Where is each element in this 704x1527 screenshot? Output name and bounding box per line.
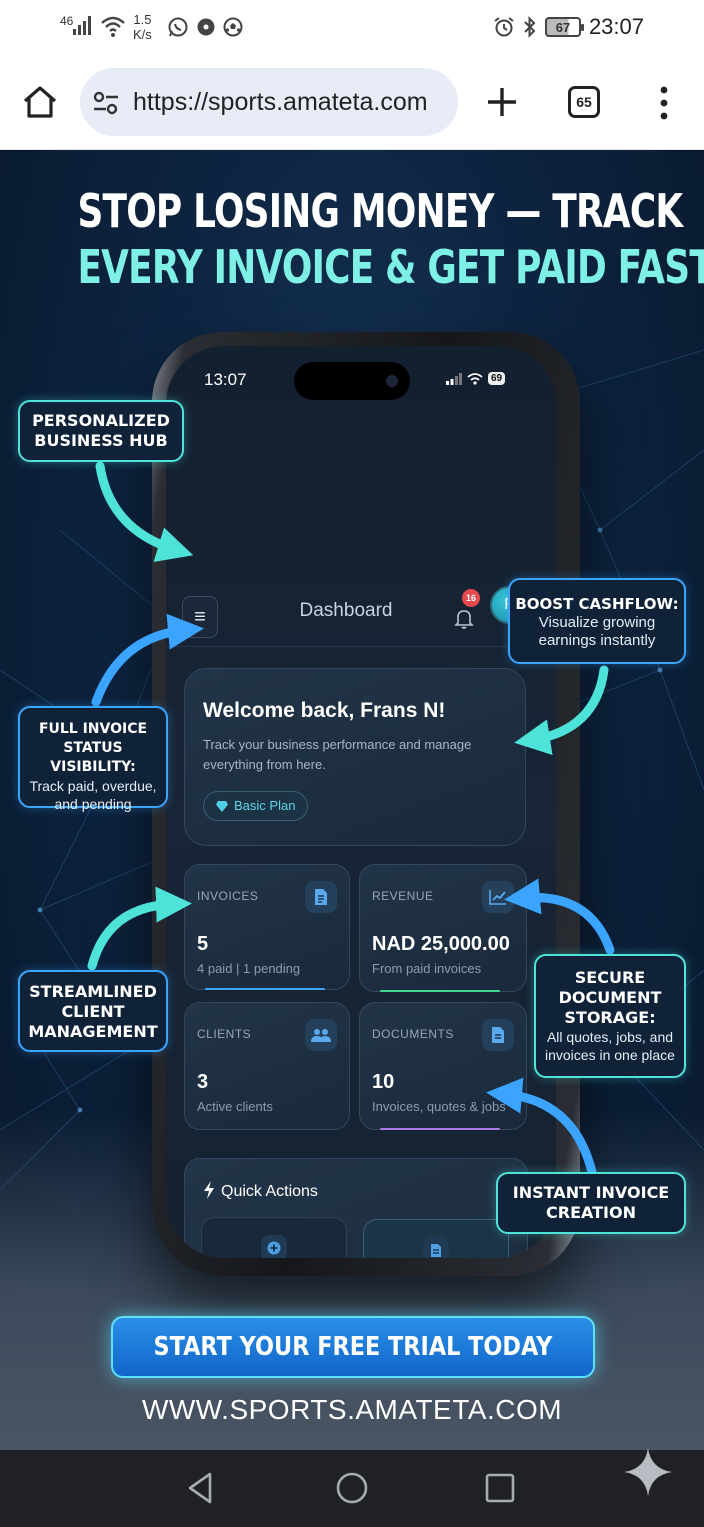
network-speed: 1.5 K/s bbox=[133, 12, 152, 42]
new-tab-icon[interactable] bbox=[484, 84, 520, 120]
clients-card[interactable]: CLIENTS 3 Active clients bbox=[184, 1002, 350, 1130]
whatsapp-icon bbox=[168, 17, 188, 37]
add-action-button[interactable] bbox=[201, 1217, 347, 1258]
invoice-doc-icon bbox=[305, 881, 337, 913]
dynamic-island bbox=[294, 362, 410, 400]
create-invoice-button[interactable] bbox=[363, 1219, 509, 1258]
signal-icon bbox=[73, 16, 91, 35]
callout-cashflow: BOOST CASHFLOW: Visualize growing earnin… bbox=[508, 578, 686, 664]
home-button-icon[interactable] bbox=[334, 1470, 370, 1506]
card-accent-line bbox=[205, 988, 325, 990]
callout-business-hub: PERSONALIZED BUSINESS HUB bbox=[18, 400, 184, 462]
website-text[interactable]: WWW.SPORTS.AMATETA.COM bbox=[141, 1394, 563, 1425]
browser-toolbar: https://sports.amateta.com 65 bbox=[0, 56, 704, 150]
header-divider bbox=[166, 646, 556, 647]
invoices-card[interactable]: INVOICES 5 4 paid | 1 pending bbox=[184, 864, 350, 990]
url-text[interactable]: https://sports.amateta.com bbox=[133, 88, 428, 116]
phone-battery: 69 bbox=[488, 372, 506, 385]
plus-circle-icon bbox=[267, 1241, 281, 1255]
network-type: 46 bbox=[60, 14, 74, 28]
phone-screen: 13:07 69 ≡ Dashbo bbox=[166, 346, 556, 1258]
clock: 23:07 bbox=[588, 14, 644, 39]
welcome-title: Welcome back, Frans N! bbox=[203, 699, 446, 722]
headline-line-2: EVERY INVOICE & GET PAID FASTER bbox=[77, 240, 704, 294]
alarm-icon bbox=[494, 17, 514, 37]
callout-client-management: STREAMLINED CLIENT MANAGEMENT bbox=[18, 970, 168, 1052]
headline-line-1: STOP LOSING MONEY — TRACK bbox=[77, 184, 683, 238]
status-right: 67 23:07 bbox=[493, 12, 644, 42]
users-icon bbox=[305, 1019, 337, 1051]
battery-icon: 67 bbox=[544, 17, 584, 37]
recents-icon[interactable] bbox=[484, 1472, 516, 1504]
card-accent-line bbox=[380, 1128, 500, 1130]
address-bar[interactable]: https://sports.amateta.com bbox=[80, 68, 458, 136]
quick-actions-card: Quick Actions bbox=[184, 1158, 528, 1258]
navigation-bar bbox=[0, 1450, 704, 1527]
phone-status-icons: 69 bbox=[446, 372, 506, 385]
phone-signal-icon bbox=[446, 372, 462, 385]
bell-icon[interactable] bbox=[454, 608, 474, 630]
dashboard-title: Dashboard bbox=[299, 600, 393, 621]
document-icon bbox=[482, 1019, 514, 1051]
site-settings-icon[interactable] bbox=[92, 90, 120, 116]
lightning-icon bbox=[204, 1181, 214, 1199]
phone-mockup: 13:07 69 ≡ Dashbo bbox=[152, 332, 580, 1276]
more-menu-icon[interactable] bbox=[654, 84, 674, 122]
card-accent-line bbox=[380, 990, 500, 992]
home-icon[interactable] bbox=[20, 82, 60, 122]
back-icon[interactable] bbox=[184, 1470, 220, 1506]
tab-switcher-button[interactable]: 65 bbox=[568, 86, 600, 118]
status-bar: 46 1.5 K/s bbox=[0, 0, 704, 56]
bluetooth-icon bbox=[524, 16, 536, 38]
plan-badge[interactable]: Basic Plan bbox=[203, 791, 309, 821]
wifi-icon bbox=[101, 16, 125, 37]
chat-app-icon bbox=[197, 18, 215, 36]
phone-time: 13:07 bbox=[204, 370, 247, 389]
callout-instant-invoice: INSTANT INVOICE CREATION bbox=[496, 1172, 686, 1234]
sparkle-icon[interactable] bbox=[622, 1446, 674, 1498]
documents-card[interactable]: DOCUMENTS 10 Invoices, quotes & jobs bbox=[359, 1002, 527, 1130]
camera-dot bbox=[386, 375, 398, 387]
revenue-card[interactable]: REVENUE NAD 25,000.00 From paid invoices bbox=[359, 864, 527, 992]
free-trial-button[interactable]: START YOUR FREE TRIAL TODAY bbox=[111, 1316, 595, 1378]
ad-banner[interactable]: STOP LOSING MONEY — TRACK EVERY INVOICE … bbox=[0, 150, 704, 1450]
trend-chart-icon bbox=[482, 881, 514, 913]
welcome-subtitle: Track your business performance and mana… bbox=[203, 737, 472, 772]
welcome-card: Welcome back, Frans N! Track your busine… bbox=[184, 668, 526, 846]
callout-invoice-status: FULL INVOICE STATUS VISIBILITY: Track pa… bbox=[18, 706, 168, 812]
phone-wifi-icon bbox=[467, 372, 483, 385]
diamond-icon bbox=[216, 801, 228, 812]
soccer-ball-icon bbox=[223, 17, 243, 37]
callout-document-storage: SECURE DOCUMENT STORAGE: All quotes, job… bbox=[534, 954, 686, 1078]
quick-actions-title: Quick Actions bbox=[221, 1183, 318, 1200]
notification-badge: 16 bbox=[462, 589, 480, 607]
invoice-icon bbox=[431, 1243, 441, 1257]
